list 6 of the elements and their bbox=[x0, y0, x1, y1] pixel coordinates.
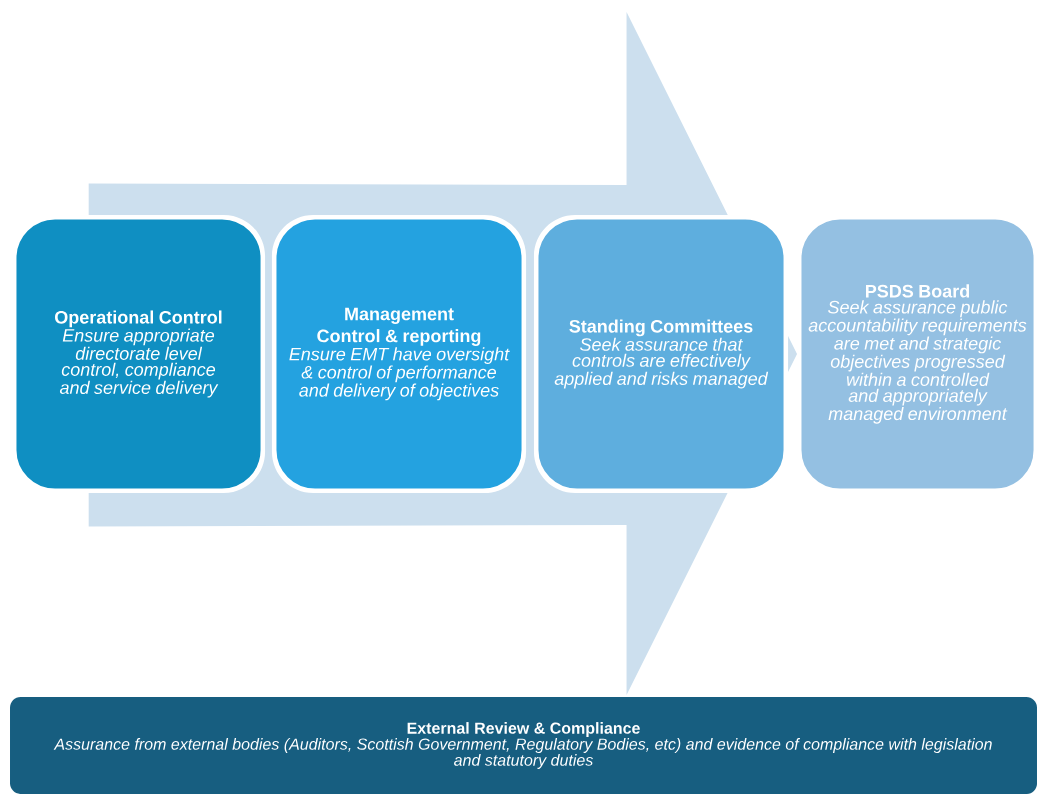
stage-box: Operational Control Ensure appropriate directorate level control, compliance and service delivery bbox=[13, 216, 264, 492]
review-band: External Review & Compliance Assurance from external bodies (Auditors, Scottish Government, Regulatory Bodies, etc) and evidence of compliance with legislation and statutory duties bbox=[10, 697, 1037, 794]
stage-box: Standing Committees Seek assurance that controls are effectively applied and risks managed bbox=[535, 216, 787, 492]
stage-box: PSDS Board Seek assurance public accountability requirements are met and strategic objectives progressed within a controlled and appropriately managed environment bbox=[798, 216, 1037, 492]
block-arrow bbox=[88, 12, 798, 695]
stage-box: Management Control & reporting Ensure EMT have oversight & control of performance and delivery of objectives bbox=[273, 216, 525, 492]
